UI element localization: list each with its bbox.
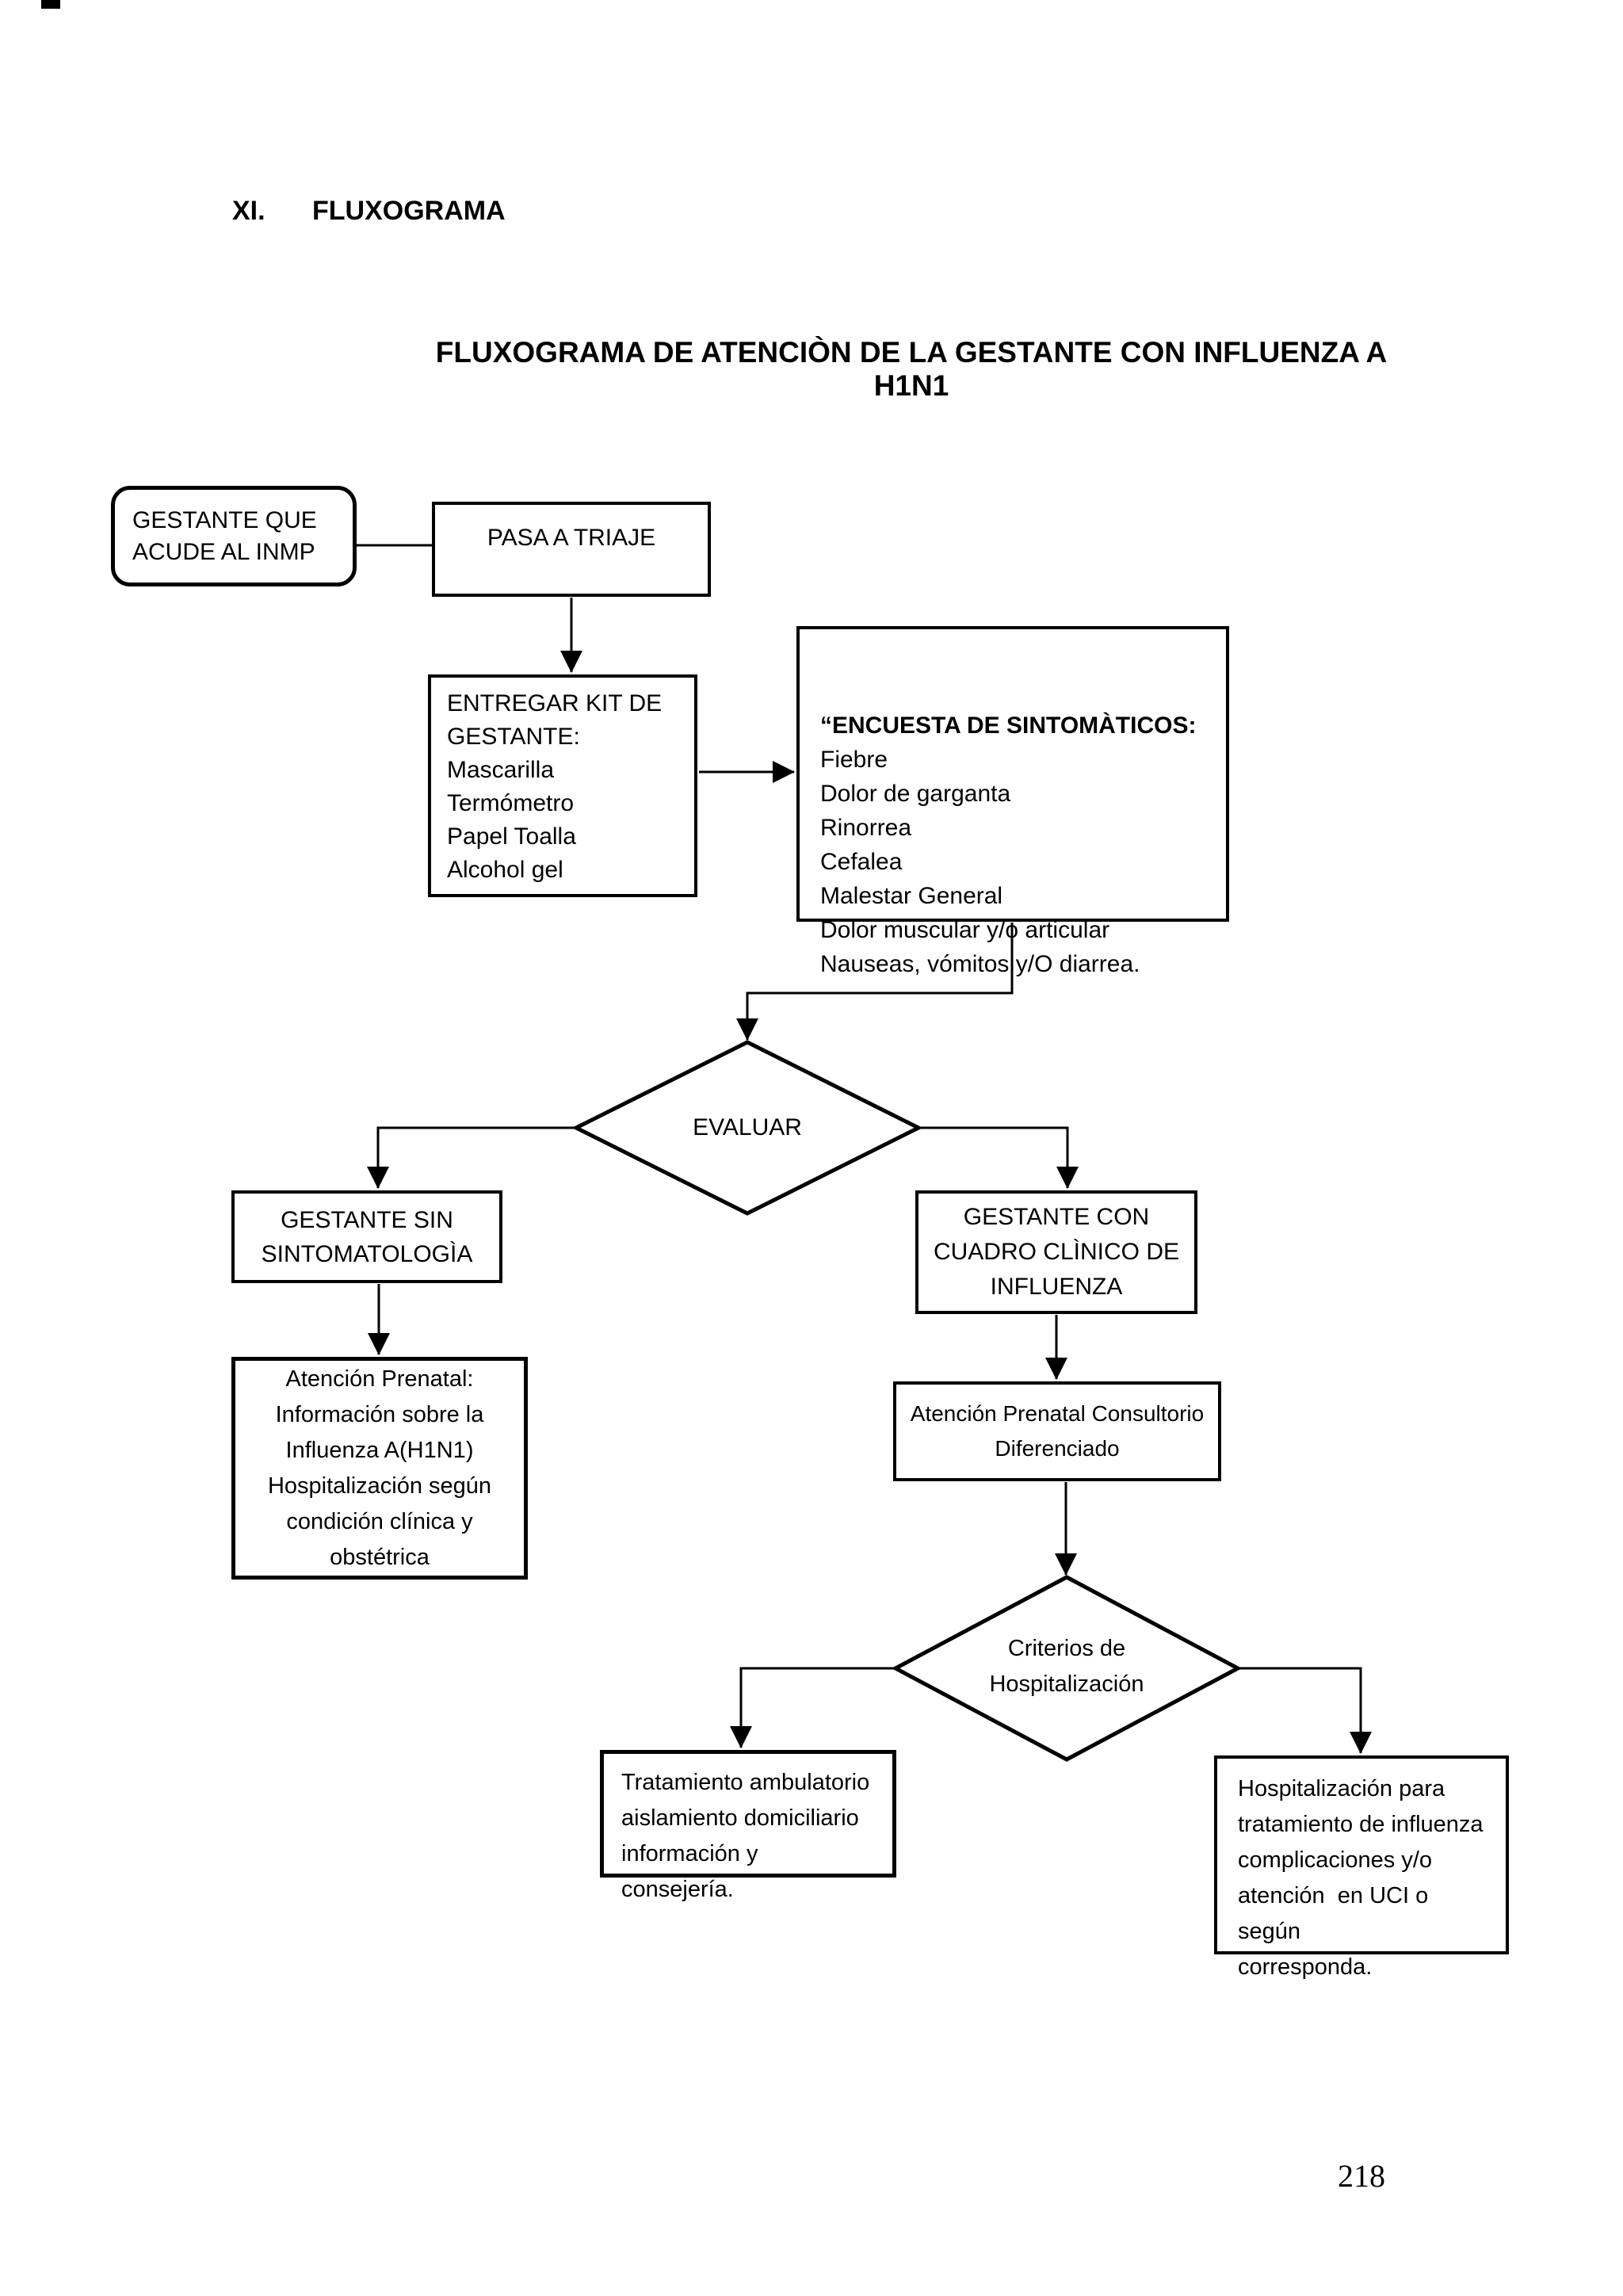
decision-evaluar-label: EVALUAR [693, 1114, 802, 1140]
node-no-symptoms: GESTANTE SIN SINTOMATOLOGÌA [231, 1190, 502, 1283]
node-symptom-survey: “ENCUESTA DE SINTOMÀTICOS: Fiebre Dolor d… [796, 626, 1229, 977]
arrow-evaluar-to-no-symptoms [367, 1126, 576, 1189]
node-prenatal-care: Atención Prenatal: Información sobre la … [231, 1357, 528, 1580]
node-ambulatory-treatment: Tratamiento ambulatorio aislamiento domi… [600, 1750, 896, 1902]
symptom-survey-list: Fiebre Dolor de garganta Rinorrea Cefale… [820, 747, 1140, 977]
flowchart-title: FLUXOGRAMA DE ATENCIÒN DE LA GESTANTE CO… [435, 336, 1396, 402]
arrow-criteria-to-ambulatory [730, 1667, 896, 1748]
node-hospitalization: Hospitalización para tratamiento de infl… [1214, 1755, 1509, 1980]
symptom-survey-title: “ENCUESTA DE SINTOMÀTICOS: [820, 712, 1197, 739]
node-start-gestante: GESTANTE QUE ACUDE AL INMP [111, 486, 357, 586]
node-with-symptoms: GESTANTE CON CUADRO CLÌNICO DE INFLUENZA [915, 1190, 1197, 1314]
scan-artifact [41, 0, 60, 9]
arrow-criteria-to-hospitalization [1238, 1667, 1372, 1754]
section-number: XI. [232, 196, 265, 226]
node-triage: PASA A TRIAJE [432, 502, 711, 597]
decision-criteria-label: Criterios de Hospitalización [989, 1636, 1144, 1697]
page-number: 218 [1338, 2158, 1385, 2194]
node-kit-gestante: ENTREGAR KIT DE GESTANTE: Mascarilla Ter… [428, 674, 697, 897]
node-differentiated-clinic: Atención Prenatal Consultorio Diferencia… [893, 1381, 1221, 1481]
arrow-evaluar-to-with-symptoms [918, 1126, 1079, 1189]
section-heading: FLUXOGRAMA [312, 196, 506, 226]
